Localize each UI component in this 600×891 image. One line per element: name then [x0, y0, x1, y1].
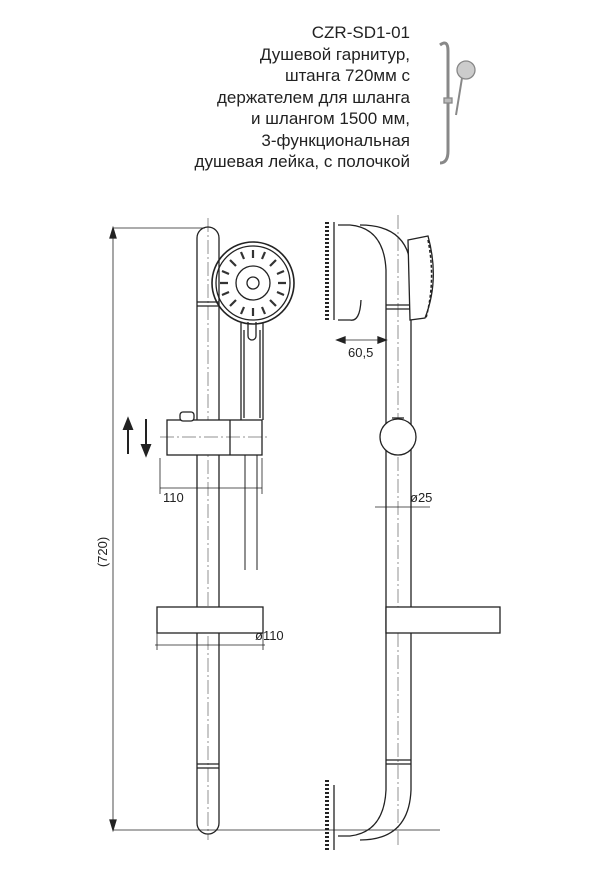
side-view — [325, 215, 501, 850]
up-down-arrows-icon — [122, 416, 152, 458]
front-view — [109, 218, 440, 840]
slider-holder — [166, 419, 263, 456]
shower-head — [211, 241, 295, 325]
shelf-diameter-dimension: ø110 — [255, 628, 284, 643]
description-line: душевая лейка, с полочкой — [194, 152, 410, 171]
description-line: штанга 720мм с — [284, 66, 410, 85]
height-dimension: (720) — [95, 537, 110, 567]
bar-diameter-dimension: ø25 — [410, 490, 432, 505]
product-description: CZR-SD1-01 Душевой гарнитур, штанга 720м… — [195, 22, 410, 173]
shelf-side — [385, 606, 501, 634]
description-line: держателем для шланга — [216, 87, 410, 107]
shelf — [156, 606, 264, 634]
slider-width-dimension: 110 — [163, 490, 184, 505]
product-thumbnail — [439, 41, 476, 165]
description-line: Душевой гарнитур, — [259, 44, 410, 64]
wall-offset-dimension: 60,5 — [348, 345, 373, 360]
description-line: 3-функциональная — [261, 130, 410, 150]
slider-side — [379, 418, 417, 456]
description-line: и шлангом 1500 мм, — [251, 109, 410, 128]
model-code: CZR-SD1-01 — [311, 23, 410, 42]
